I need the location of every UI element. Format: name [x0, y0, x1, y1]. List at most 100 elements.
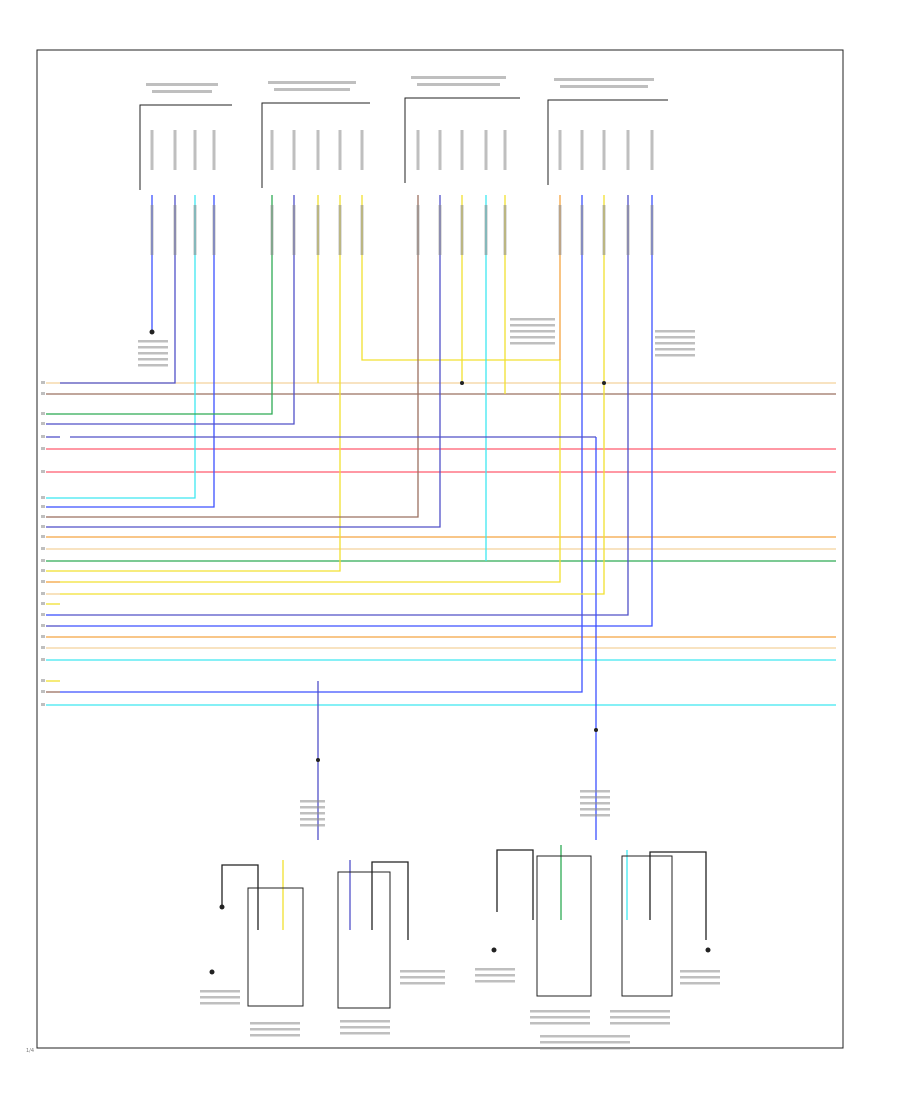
edge-pin-mark-12	[41, 535, 45, 538]
annotation-mark-5-4	[580, 808, 610, 811]
edge-pin-mark-24	[41, 679, 45, 682]
caption-mark-1-1	[200, 990, 240, 993]
annotation-mark-3-5	[655, 354, 695, 357]
edge-pin-mark-23	[41, 658, 45, 661]
caption-mark-9-2	[540, 1041, 630, 1044]
page-code: 1/4	[26, 1048, 35, 1054]
edge-pin-mark-25	[41, 690, 45, 693]
pin-label-mark-15	[558, 130, 562, 170]
annotation-mark-3-2	[655, 336, 695, 339]
caption-mark-8-1	[680, 970, 720, 973]
edge-pin-mark-15	[41, 569, 45, 572]
component-box-2	[337, 871, 391, 1009]
edge-pin-mark-1	[41, 381, 45, 384]
drop-wire-4	[60, 195, 215, 508]
edge-pin-mark-21	[41, 635, 45, 638]
caption-mark-9-3	[540, 1047, 630, 1050]
splice-dot-3	[594, 728, 598, 732]
ground-dot-4	[705, 947, 711, 953]
lead-wire-4	[649, 851, 707, 940]
pin-label-mark-8	[338, 130, 342, 170]
drop-wire-10	[60, 195, 419, 518]
caption-mark-4-2	[400, 976, 445, 979]
drop-wire-16	[60, 195, 583, 693]
wire-label-mark-17	[602, 205, 606, 255]
edge-pin-mark-16	[41, 580, 45, 583]
annotation-mark-5-5	[580, 814, 610, 817]
wire-label-mark-14	[503, 205, 507, 255]
caption-mark-4-3	[400, 982, 445, 985]
caption-mark-5-1	[475, 968, 515, 971]
drop-wire-18	[60, 195, 629, 616]
connector-caption-mark-b-2	[274, 88, 350, 91]
wire-label-mark-1	[150, 205, 154, 255]
pin-label-mark-16	[580, 130, 584, 170]
connector-bracket-3	[404, 97, 520, 183]
drop-wire-19	[60, 195, 653, 627]
edge-pin-mark-26	[41, 703, 45, 706]
annotation-mark-2-2	[510, 324, 555, 327]
annotation-mark-2-4	[510, 336, 555, 339]
wire-label-mark-13	[484, 205, 488, 255]
annotation-mark-3-1	[655, 330, 695, 333]
caption-mark-4-1	[400, 970, 445, 973]
caption-mark-9-1	[540, 1035, 630, 1038]
ground-dot-3	[491, 947, 497, 953]
wire-layer	[46, 195, 836, 940]
wire-label-mark-2	[173, 205, 177, 255]
annotation-mark-1-5	[138, 364, 168, 367]
wire-label-mark-9	[360, 205, 364, 255]
annotation-mark-4-3	[300, 812, 325, 815]
caption-mark-5-3	[475, 980, 515, 983]
caption-mark-5-2	[475, 974, 515, 977]
edge-pin-mark-6	[41, 447, 45, 450]
pin-label-mark-6	[292, 130, 296, 170]
component-box-4	[621, 855, 673, 997]
pin-label-mark-10	[416, 130, 420, 170]
annotation-mark-3-3	[655, 342, 695, 345]
component-layer	[139, 97, 673, 1009]
edge-pin-mark-13	[41, 547, 45, 550]
wire-label-mark-6	[292, 205, 296, 255]
pin-label-mark-7	[316, 130, 320, 170]
caption-mark-1-3	[200, 1002, 240, 1005]
drop-wire-6	[60, 195, 295, 425]
wire-label-mark-16	[580, 205, 584, 255]
connector-caption-mark-b-1	[152, 90, 212, 93]
component-box-3	[536, 855, 592, 997]
connector-caption-mark-b-4	[560, 85, 648, 88]
drop-wire-8	[60, 195, 341, 572]
wire-label-mark-5	[270, 205, 274, 255]
pin-label-mark-18	[626, 130, 630, 170]
splice-dot-2	[602, 381, 606, 385]
pin-label-mark-12	[460, 130, 464, 170]
pin-label-mark-2	[173, 130, 177, 170]
caption-mark-6-3	[530, 1022, 590, 1025]
pin-label-mark-3	[193, 130, 197, 170]
caption-mark-3-1	[340, 1020, 390, 1023]
edge-pin-mark-3	[41, 412, 45, 415]
caption-mark-7-3	[610, 1022, 670, 1025]
connector-caption-mark-2	[268, 81, 356, 84]
connector-caption-mark-4	[554, 78, 654, 81]
annotation-mark-2-5	[510, 342, 555, 345]
wire-label-mark-15	[558, 205, 562, 255]
edge-pin-mark-7	[41, 470, 45, 473]
edge-pin-mark-14	[41, 559, 45, 562]
splice-dot-1	[460, 381, 464, 385]
annotation-mark-2-1	[510, 318, 555, 321]
wire-label-mark-11	[438, 205, 442, 255]
annotation-mark-4-4	[300, 818, 325, 821]
annotation-mark-5-3	[580, 802, 610, 805]
splice-dot-4	[316, 758, 320, 762]
drop-wire-11	[60, 195, 441, 528]
lead-wire-3	[496, 849, 534, 920]
edge-pin-mark-17	[41, 592, 45, 595]
label-layer	[41, 76, 720, 1050]
caption-mark-1-2	[200, 996, 240, 999]
caption-mark-8-2	[680, 976, 720, 979]
pin-label-mark-19	[650, 130, 654, 170]
wire-label-mark-7	[316, 205, 320, 255]
wire-label-mark-3	[193, 205, 197, 255]
connector-bracket-1	[139, 104, 232, 190]
